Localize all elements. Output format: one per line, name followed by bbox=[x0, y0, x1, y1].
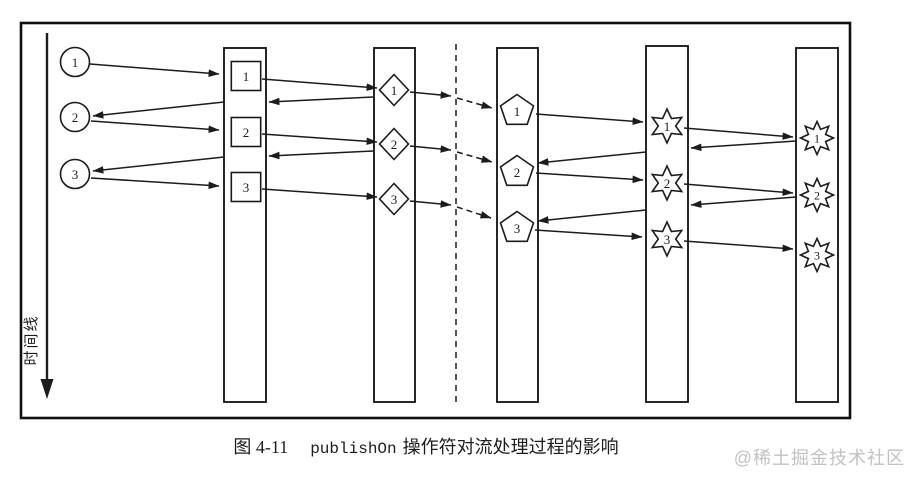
element-star8-1 bbox=[798, 119, 836, 157]
signal-arrow-2 bbox=[92, 101, 225, 119]
element-diamond-3-label: 3 bbox=[391, 192, 398, 207]
element-diamond-2-label: 2 bbox=[391, 137, 398, 152]
element-star8-1-label: 1 bbox=[814, 132, 820, 146]
caption-text: 操作符对流处理过程的影响 bbox=[402, 437, 619, 457]
signal-arrow-4 bbox=[92, 156, 225, 174]
element-diamond-3 bbox=[378, 182, 410, 216]
caption-code-publishon: publishOn bbox=[310, 440, 397, 458]
element-circle-1-label: 1 bbox=[72, 55, 79, 70]
element-square-2 bbox=[230, 116, 262, 148]
processor-column-2 bbox=[373, 47, 416, 403]
element-diamond-2 bbox=[378, 127, 410, 161]
element-circle-1 bbox=[59, 46, 91, 78]
signal-arrow-9 bbox=[268, 150, 374, 160]
element-star6-2-label: 2 bbox=[664, 176, 671, 191]
signal-arrow-13 bbox=[409, 145, 452, 153]
signal-arrow-15 bbox=[409, 200, 452, 208]
element-star8-3 bbox=[798, 236, 836, 274]
signal-arrow-19 bbox=[535, 172, 644, 184]
figure-number: 图 4-11 bbox=[233, 437, 289, 457]
element-diamond-1 bbox=[378, 73, 410, 107]
signal-arrow-7 bbox=[268, 96, 374, 106]
processor-column-1 bbox=[223, 47, 267, 403]
element-star8-2-label: 2 bbox=[814, 189, 820, 203]
element-circle-2 bbox=[59, 101, 91, 133]
signal-arrow-11 bbox=[409, 91, 452, 99]
element-square-3 bbox=[230, 171, 262, 203]
element-star6-3 bbox=[650, 220, 684, 258]
timeline-arrowhead-icon bbox=[40, 379, 54, 399]
processor-column-5 bbox=[795, 47, 839, 403]
frame-border bbox=[19, 21, 852, 420]
element-square-1 bbox=[230, 60, 262, 92]
element-square-3-label: 3 bbox=[243, 180, 250, 195]
element-star6-1 bbox=[650, 107, 684, 145]
element-diamond-1-label: 1 bbox=[391, 83, 398, 98]
signal-arrow-1 bbox=[89, 63, 220, 77]
element-star6-1-label: 1 bbox=[664, 119, 671, 134]
element-square-2-label: 2 bbox=[243, 125, 250, 140]
signal-arrow-20 bbox=[537, 209, 647, 224]
signal-arrow-10 bbox=[261, 188, 378, 201]
signal-arrow-3 bbox=[90, 120, 220, 134]
signal-arrow-25 bbox=[690, 196, 797, 208]
element-pentagon-3 bbox=[499, 210, 535, 243]
element-pentagon-1 bbox=[499, 93, 535, 126]
signal-arrow-17 bbox=[535, 113, 644, 126]
element-pentagon-2 bbox=[499, 154, 535, 187]
signal-arrow-6 bbox=[261, 78, 378, 91]
signal-arrow-5 bbox=[90, 177, 220, 190]
signal-arrow-14 bbox=[456, 151, 493, 163]
signal-arrow-18 bbox=[537, 151, 647, 166]
signal-arrow-21 bbox=[534, 229, 643, 241]
element-star6-2 bbox=[650, 164, 684, 202]
signal-arrow-22 bbox=[683, 127, 794, 140]
signal-arrow-8 bbox=[261, 133, 378, 146]
element-pentagon-1-label: 1 bbox=[514, 104, 521, 119]
element-pentagon-2-label: 2 bbox=[514, 165, 521, 180]
element-circle-2-label: 2 bbox=[72, 110, 79, 125]
element-square-1-label: 1 bbox=[243, 69, 250, 84]
signal-arrow-23 bbox=[690, 140, 797, 152]
watermark: @稀土掘金技术社区 bbox=[733, 448, 905, 468]
element-circle-3-label: 3 bbox=[72, 167, 79, 182]
signal-arrow-26 bbox=[683, 240, 794, 253]
element-circle-3 bbox=[59, 158, 91, 190]
element-star8-2 bbox=[798, 176, 836, 214]
signal-arrow-24 bbox=[683, 183, 794, 196]
element-star6-3-label: 3 bbox=[664, 232, 671, 247]
figure-caption: 图 4-11 publishOn 操作符对流处理过程的影响 bbox=[0, 433, 852, 459]
signal-arrow-16 bbox=[456, 206, 492, 219]
timeline-label: 时间线 bbox=[23, 314, 40, 365]
signal-arrow-12 bbox=[456, 97, 493, 109]
element-star8-3-label: 3 bbox=[814, 249, 820, 263]
element-pentagon-3-label: 3 bbox=[514, 221, 521, 236]
